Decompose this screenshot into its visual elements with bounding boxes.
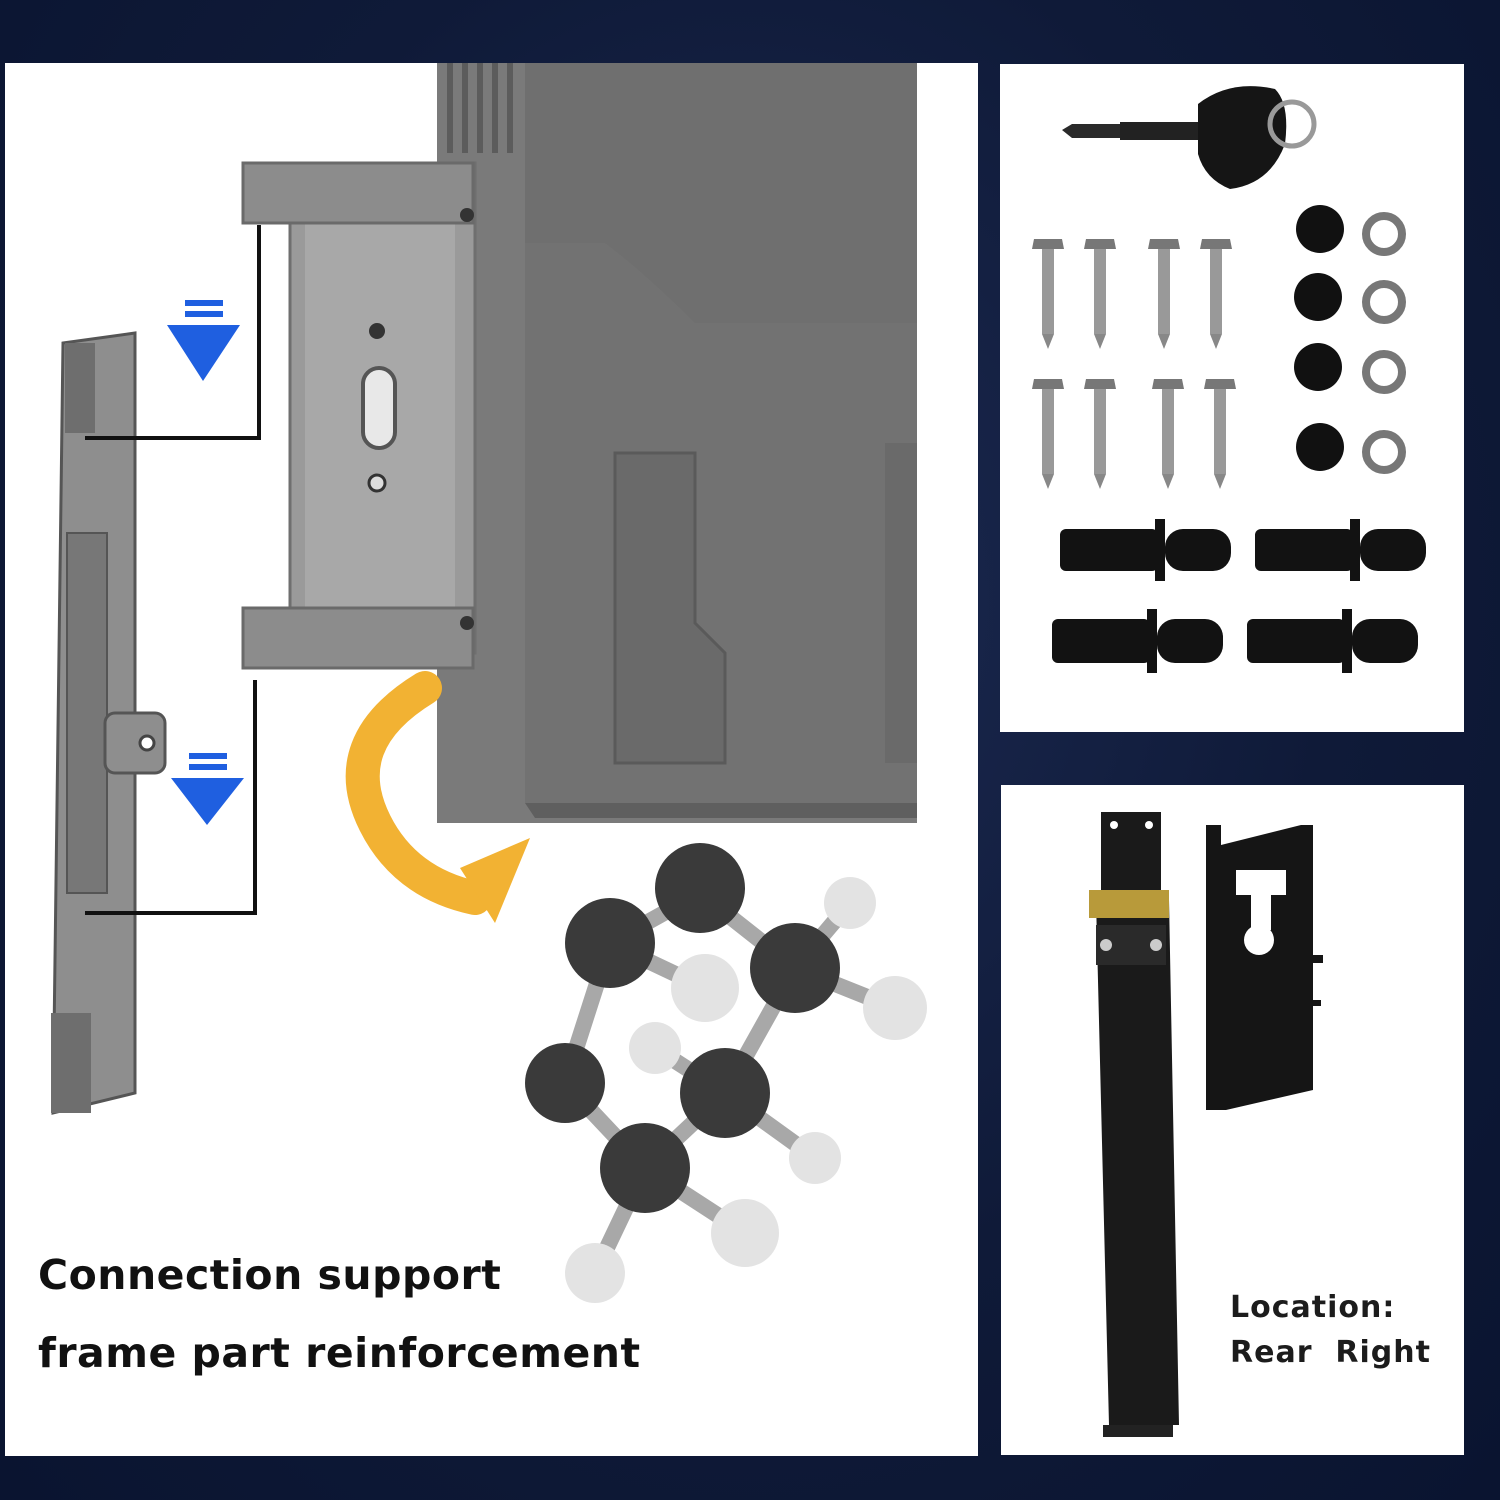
bracket-illustration xyxy=(1089,812,1323,1437)
grommet-group xyxy=(1294,205,1344,471)
serrated-nut-icon xyxy=(1362,430,1406,474)
screw-icon xyxy=(1084,379,1116,489)
screw-icon xyxy=(1200,239,1232,349)
plastic-rivet-icon xyxy=(1255,519,1426,581)
molecule-icon xyxy=(525,843,927,1303)
screw-icon xyxy=(1032,239,1064,349)
rivet-group xyxy=(1052,519,1426,673)
hardware-kit-panel xyxy=(1000,64,1464,732)
screw-group xyxy=(1032,239,1236,489)
caption-line-1: Connection support xyxy=(38,1251,502,1299)
plastic-rivet-icon xyxy=(1060,519,1231,581)
screw-icon xyxy=(1204,379,1236,489)
mounting-plate xyxy=(241,161,477,670)
connector-lines xyxy=(85,225,261,915)
serrated-nut-icon xyxy=(1362,350,1406,394)
down-arrow-icon xyxy=(167,300,240,381)
location-label: Location: xyxy=(1230,1290,1396,1325)
curved-arrow-icon xyxy=(345,671,530,923)
location-value: Rear Right xyxy=(1230,1335,1431,1370)
screw-icon xyxy=(1152,379,1184,489)
rubber-grommet-icon xyxy=(1296,423,1344,471)
screw-icon xyxy=(1148,239,1180,349)
installation-diagram xyxy=(51,63,927,1303)
down-arrow-icon xyxy=(171,753,244,825)
hardware-kit-illustration xyxy=(1032,86,1426,673)
rubber-grommet-icon xyxy=(1294,273,1342,321)
side-rail xyxy=(51,331,167,1115)
latch-bracket xyxy=(1206,825,1323,1110)
nut-group xyxy=(1362,212,1406,474)
bracket-panel: Location: Rear Right xyxy=(1001,785,1464,1455)
screw-icon xyxy=(1032,379,1064,489)
battery-box-illustration xyxy=(437,63,917,823)
strap-bracket xyxy=(1089,812,1179,1437)
serrated-nut-icon xyxy=(1362,280,1406,324)
caption-line-2: frame part reinforcement xyxy=(38,1329,641,1377)
screw-icon xyxy=(1084,239,1116,349)
plastic-rivet-icon xyxy=(1247,609,1418,673)
plastic-rivet-icon xyxy=(1052,609,1223,673)
rubber-grommet-icon xyxy=(1296,205,1344,253)
serrated-nut-icon xyxy=(1362,212,1406,256)
rubber-grommet-icon xyxy=(1294,343,1342,391)
installation-illustration-panel: Connection support frame part reinforcem… xyxy=(5,63,978,1456)
key-icon xyxy=(1062,86,1317,189)
